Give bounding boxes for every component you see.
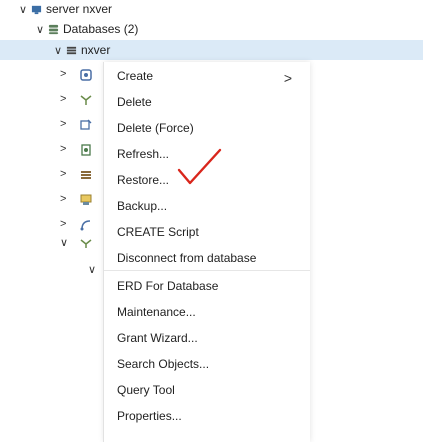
menu-item-create-script[interactable]: CREATE Script [117, 225, 199, 239]
menu-divider [104, 270, 310, 271]
menu-item-disconnect[interactable]: Disconnect from database [117, 251, 257, 265]
chevron-down-icon[interactable]: ∨ [88, 264, 97, 276]
chevron-right-icon[interactable]: > [60, 168, 67, 180]
databases-label: Databases (2) [63, 22, 139, 36]
server-icon [31, 5, 42, 14]
tree-row-nxver[interactable]: ∨ nxver [52, 41, 110, 59]
chevron-right-icon[interactable]: > [283, 70, 292, 86]
languages-icon [80, 194, 92, 205]
menu-item-backup[interactable]: Backup... [117, 199, 168, 213]
casts-icon [80, 69, 92, 81]
chevron-right-icon[interactable]: > [60, 93, 67, 105]
chevron-down-icon[interactable]: ∨ [18, 3, 28, 16]
menu-item-restore[interactable]: Restore... [117, 173, 170, 187]
selected-row-highlight [0, 40, 423, 60]
chevron-right-icon[interactable]: > [60, 118, 67, 130]
databases-icon [48, 24, 59, 34]
menu-item-delete[interactable]: Delete [117, 95, 152, 109]
menu-item-create[interactable]: Create [117, 69, 154, 83]
menu-item-maintenance[interactable]: Maintenance... [117, 305, 196, 319]
schemas-icon [80, 239, 92, 248]
menu-item-properties[interactable]: Properties... [117, 409, 182, 423]
server-label: server nxver [46, 2, 113, 16]
checkmark-icon [177, 148, 222, 185]
chevron-right-icon[interactable]: > [60, 68, 67, 80]
chevron-right-icon[interactable]: > [60, 193, 67, 205]
publications-icon [80, 220, 91, 231]
database-icon [66, 46, 77, 54]
tree-row-server[interactable]: ∨ server nxver [17, 0, 112, 18]
event-triggers-icon [80, 119, 92, 130]
context-menu: Create > Delete Delete (Force) Refresh..… [104, 62, 310, 442]
menu-item-erd[interactable]: ERD For Database [117, 279, 219, 293]
chevron-down-icon[interactable]: ∨ [60, 237, 69, 249]
extensions-icon [81, 144, 91, 156]
menu-item-grant-wizard[interactable]: Grant Wizard... [117, 331, 198, 345]
chevron-down-icon[interactable]: ∨ [53, 44, 63, 57]
menu-item-delete-force[interactable]: Delete (Force) [117, 121, 194, 135]
menu-item-search-objects[interactable]: Search Objects... [117, 357, 210, 371]
menu-item-query-tool[interactable]: Query Tool [117, 383, 175, 397]
chevron-right-icon[interactable]: > [60, 143, 67, 155]
chevron-right-icon[interactable]: > [60, 218, 67, 230]
selected-db-label: nxver [81, 43, 111, 57]
foreign-data-wrappers-icon [81, 171, 91, 179]
chevron-down-icon[interactable]: ∨ [35, 23, 45, 36]
menu-item-refresh[interactable]: Refresh... [117, 147, 170, 161]
tree-row-databases[interactable]: ∨ Databases (2) [34, 20, 138, 38]
catalogs-icon [80, 95, 92, 105]
